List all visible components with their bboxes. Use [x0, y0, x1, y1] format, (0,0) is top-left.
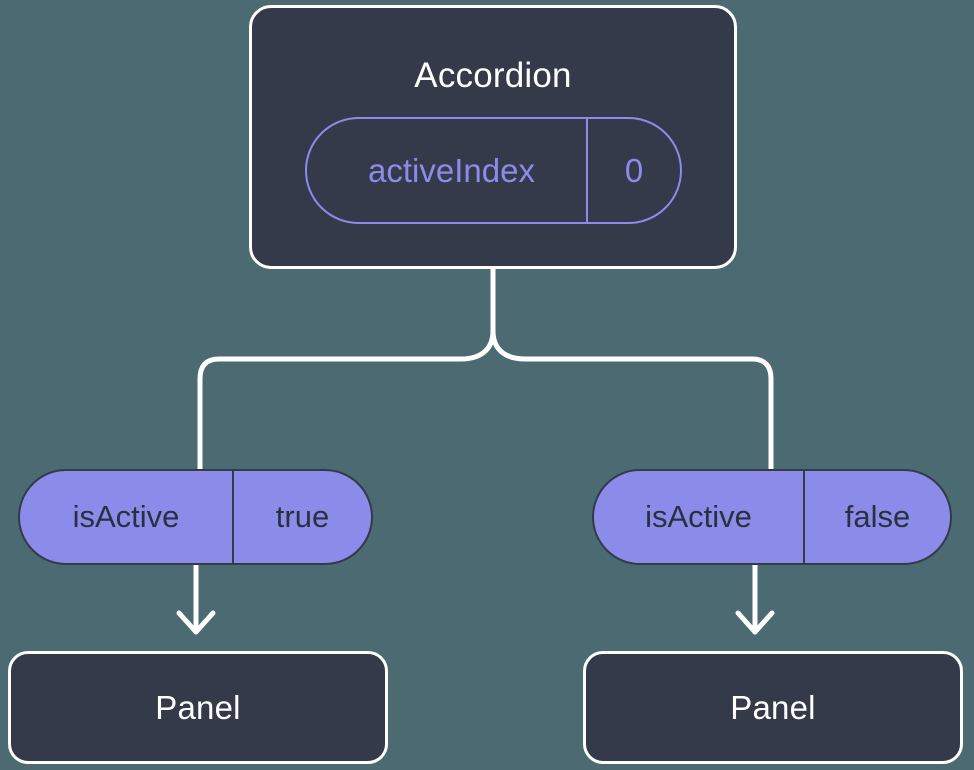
arrow-head-left-icon [176, 610, 216, 635]
state-pill-active-index[interactable]: activeIndex 0 [305, 117, 682, 224]
accordion-title: Accordion [414, 56, 572, 95]
panel-component-node-right[interactable]: Panel [583, 651, 963, 764]
panel-title: Panel [155, 689, 241, 726]
prop-value-label: true [275, 499, 330, 534]
state-key-label: activeIndex [307, 119, 588, 222]
prop-pill-is-active-true[interactable]: isActive true [18, 469, 373, 565]
state-value-label: 0 [624, 151, 644, 189]
arrow-head-right-icon [735, 610, 775, 635]
prop-key-label: isActive [20, 471, 234, 563]
prop-value-label: false [844, 499, 911, 534]
prop-key-label: isActive [594, 471, 805, 563]
panel-title: Panel [730, 689, 816, 726]
accordion-component-node[interactable]: Accordion [249, 5, 737, 269]
prop-pill-is-active-false[interactable]: isActive false [592, 469, 952, 565]
panel-component-node-left[interactable]: Panel [8, 651, 388, 764]
